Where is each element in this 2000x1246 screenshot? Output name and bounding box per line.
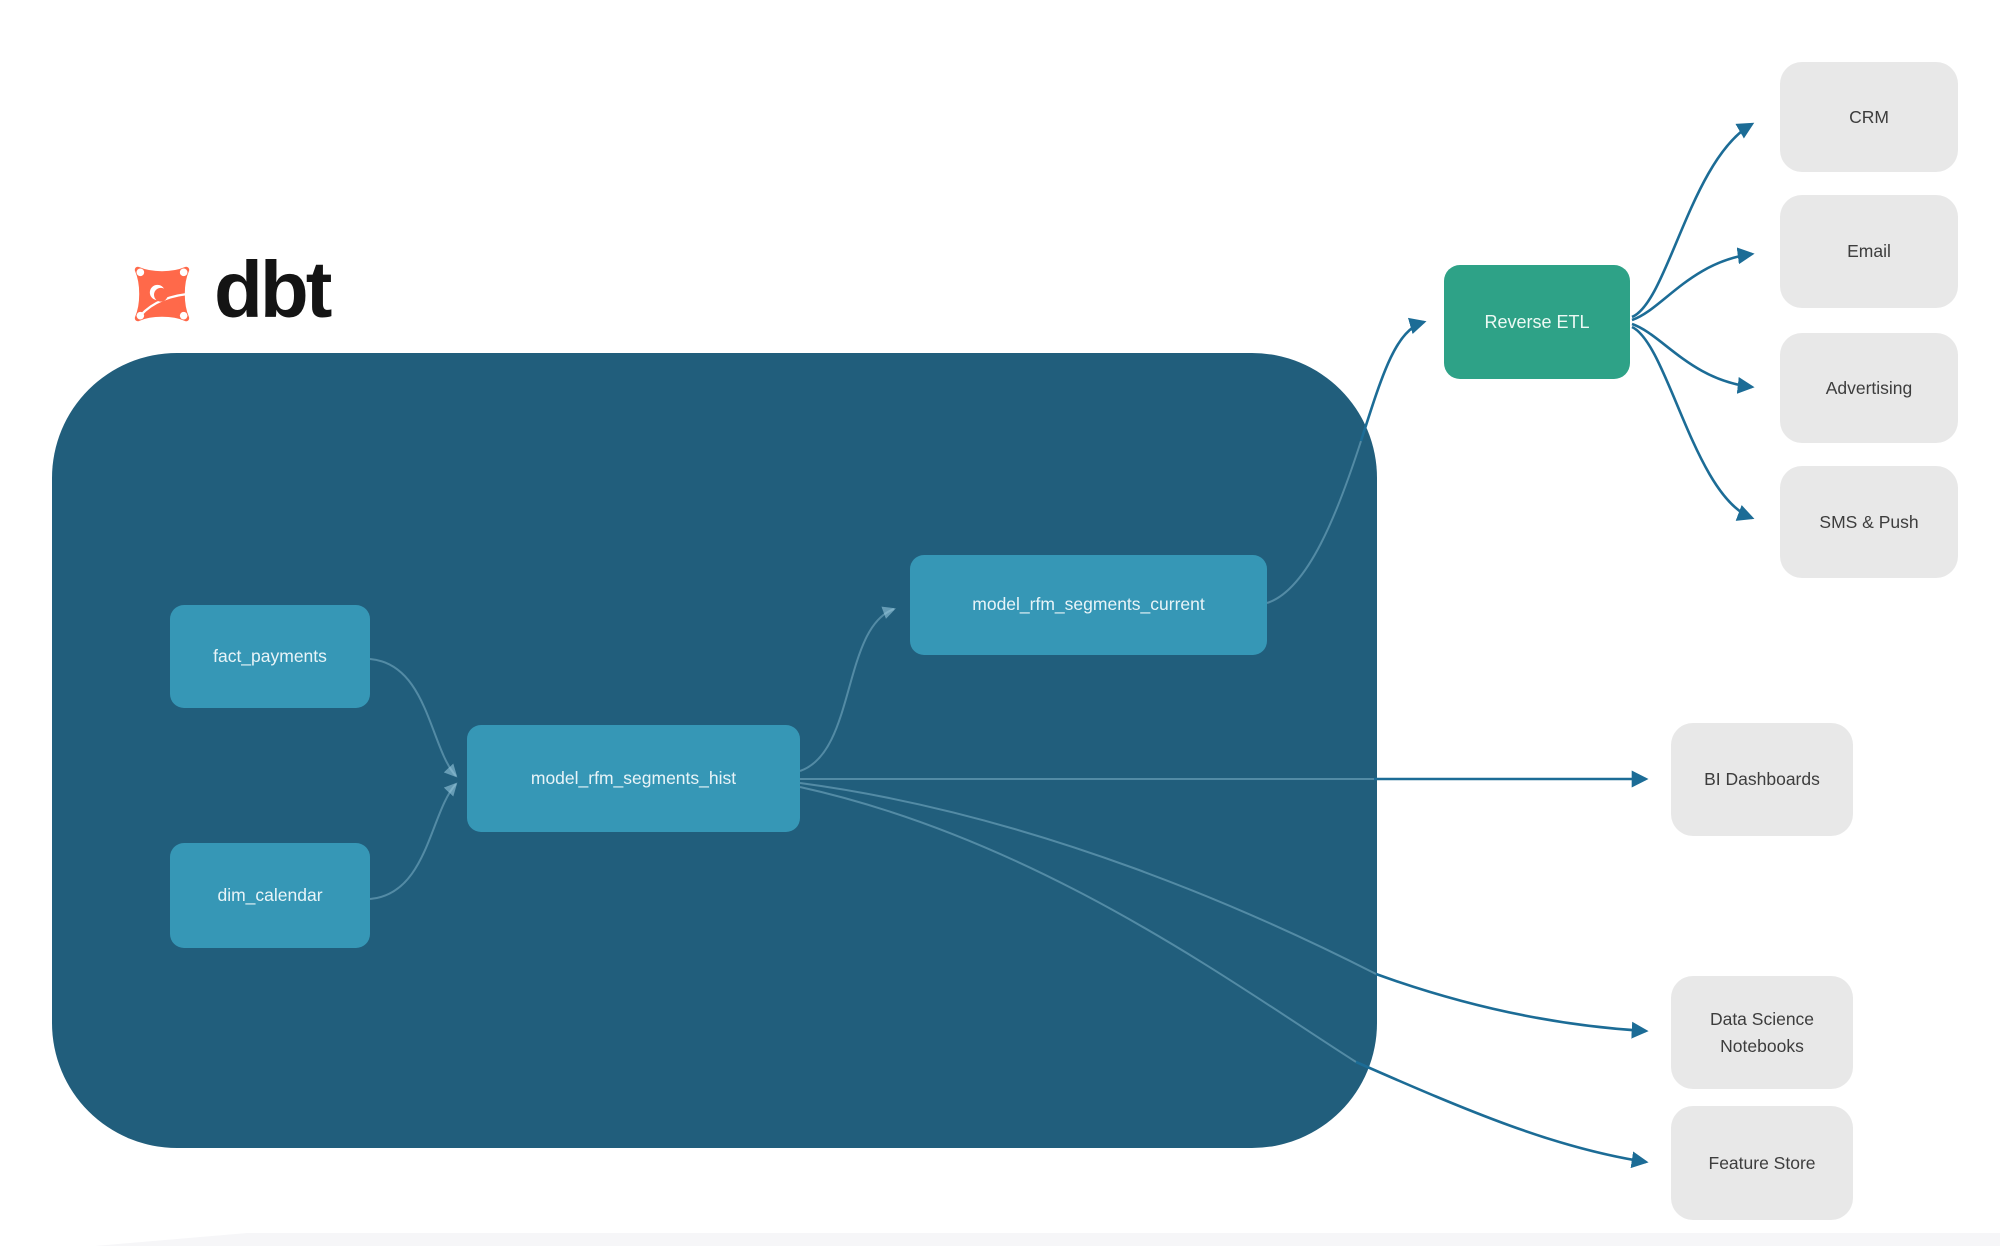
edge-hist-to-feature-store — [1355, 1060, 1649, 1169]
node-advertising: Advertising — [1780, 333, 1958, 443]
bottom-strip — [95, 1233, 2000, 1246]
dbt-logo-text: dbt — [214, 245, 332, 334]
node-bi-dashboards: BI Dashboards — [1671, 723, 1853, 836]
node-dim-calendar: dim_calendar — [170, 843, 370, 948]
dbt-logo: dbt — [124, 245, 332, 338]
edge-hist-to-data-science-notebooks — [1375, 972, 1649, 1039]
edge-etl-to-email — [1631, 247, 1755, 322]
edge-current-to-reverse-etl — [1359, 317, 1427, 442]
node-sms-push: SMS & Push — [1780, 466, 1958, 578]
edge-etl-to-crm — [1631, 122, 1755, 319]
dbt-logo-icon — [134, 266, 196, 322]
node-reverse-etl: Reverse ETL — [1444, 265, 1630, 379]
node-data-science-notebooks: Data Science Notebooks — [1671, 976, 1853, 1089]
node-fact-payments: fact_payments — [170, 605, 370, 708]
edge-etl-to-sms-push — [1631, 325, 1755, 521]
node-email: Email — [1780, 195, 1958, 308]
node-feature-store: Feature Store — [1671, 1106, 1853, 1220]
node-model-rfm-segments-hist: model_rfm_segments_hist — [467, 725, 800, 832]
node-crm: CRM — [1780, 62, 1958, 172]
node-model-rfm-segments-current: model_rfm_segments_current — [910, 555, 1267, 655]
edge-etl-to-advertising — [1631, 322, 1755, 394]
